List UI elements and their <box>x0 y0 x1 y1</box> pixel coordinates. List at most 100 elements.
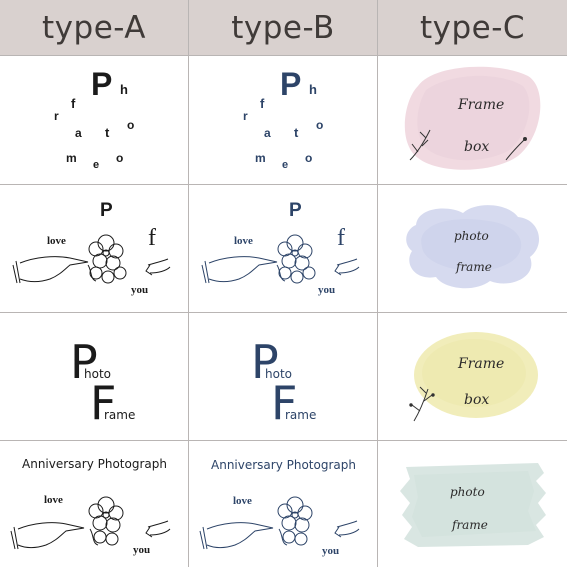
right-hand-icon <box>145 520 171 538</box>
photo-frame-lettering: P hoto F rame <box>251 335 316 430</box>
right-hand-icon <box>334 520 360 538</box>
row1-type-b-cell: P h f r a t o m e o <box>189 56 377 184</box>
left-hand-icon <box>17 522 85 549</box>
photo-initial: P <box>251 335 279 389</box>
scatter-letter: o <box>127 118 135 132</box>
anniversary-title: Anniversary Photograph <box>22 457 167 471</box>
left-hand-icon <box>19 256 89 283</box>
row-divider <box>0 312 567 313</box>
row4-type-b-cell: Anniversary Photograph love you <box>189 441 377 567</box>
row2-type-a-cell: P f love you <box>0 185 188 312</box>
sleeve-icon <box>201 260 210 284</box>
sleeve-icon <box>12 260 21 284</box>
scatter-letter: P <box>91 66 113 102</box>
column-divider <box>188 0 189 567</box>
right-hand-icon <box>145 258 171 276</box>
scatter-letter: a <box>75 126 82 140</box>
row1-type-c-cell: Frame box <box>378 56 567 184</box>
scatter-letter: f <box>260 96 265 111</box>
right-hand-icon <box>334 258 360 276</box>
scatter-letter: t <box>105 125 110 140</box>
frame-word: rame <box>285 408 316 422</box>
scatter-letter: o <box>316 118 324 132</box>
row-divider <box>0 55 567 56</box>
sprig-icon <box>505 137 527 161</box>
frame-word: frame <box>455 260 492 274</box>
box-word: box <box>464 139 489 155</box>
scatter-letter: o <box>116 151 124 165</box>
love-label: love <box>44 494 63 506</box>
header-type-c: type-C <box>378 0 567 55</box>
typeC-words: Frame box <box>457 97 504 155</box>
big-letter-p: P <box>289 200 302 221</box>
scatter-letter: r <box>243 109 248 123</box>
scatter-letter: h <box>120 82 128 97</box>
you-label: you <box>131 284 149 296</box>
flower-icon <box>88 496 124 546</box>
hands-flower-illustration <box>201 234 360 284</box>
typeC-words: Frame box <box>457 356 504 408</box>
row2-type-b-cell: P f love you <box>189 185 377 312</box>
love-label: love <box>47 235 66 247</box>
you-label: you <box>318 284 336 296</box>
row3-type-a-cell: P hoto F rame <box>0 313 188 440</box>
row-divider <box>0 184 567 185</box>
frame-word: rame <box>104 408 135 422</box>
scatter-letter: f <box>71 96 76 111</box>
scatter-letter: o <box>305 151 313 165</box>
row3-type-b-cell: P hoto F rame <box>189 313 377 440</box>
scatter-letter: e <box>282 159 289 171</box>
yellow-watercolor-frame <box>409 332 538 422</box>
row1-type-a-cell: P h f r a t o m e o <box>0 56 188 184</box>
photo-initial: P <box>70 335 98 389</box>
pink-watercolor-frame <box>404 66 541 170</box>
typeC-words: photo frame <box>454 229 492 274</box>
left-hand-icon <box>206 522 274 549</box>
sleeve-icon <box>10 526 19 550</box>
row2-type-c-cell: photo frame <box>378 185 567 312</box>
hands-flower-illustration <box>10 496 171 550</box>
photo-frame-lettering: P hoto F rame <box>70 335 135 430</box>
row-divider <box>0 440 567 441</box>
photo-word: photo <box>454 229 489 243</box>
flower-icon <box>276 234 316 284</box>
scatter-letter: m <box>66 151 77 165</box>
love-label: love <box>233 495 252 507</box>
row4-type-a-cell: Anniversary Photograph love you <box>0 441 188 567</box>
lavender-watercolor-frame <box>406 205 540 289</box>
frame-word: frame <box>451 518 488 532</box>
hands-flower-illustration <box>199 496 360 550</box>
row3-type-c-cell: Frame box <box>378 313 567 440</box>
big-letter-f: f <box>337 225 345 251</box>
scatter-letter: r <box>54 109 59 123</box>
big-letter-f: f <box>148 225 156 251</box>
big-letter-p: P <box>100 200 113 221</box>
photo-word: photo <box>450 485 485 499</box>
scatter-letter: e <box>93 159 100 171</box>
photo-word: hoto <box>265 367 292 381</box>
box-word: box <box>464 392 489 408</box>
column-divider <box>377 0 378 567</box>
love-label: love <box>234 235 253 247</box>
flower-icon <box>87 234 127 284</box>
you-label: you <box>322 545 340 557</box>
mint-watercolor-frame <box>400 463 546 547</box>
scatter-letter: P <box>280 66 302 102</box>
sprig-icon <box>409 129 431 161</box>
frame-initial: F <box>271 376 297 430</box>
scatter-letter: t <box>294 125 299 140</box>
sprig-icon <box>409 386 435 422</box>
anniversary-title: Anniversary Photograph <box>211 458 356 472</box>
header-type-a: type-A <box>0 0 188 55</box>
header-type-b: type-B <box>189 0 377 55</box>
frame-word: Frame <box>457 356 504 372</box>
scatter-letter: a <box>264 126 271 140</box>
flower-icon <box>277 496 313 546</box>
sleeve-icon <box>199 526 208 550</box>
frame-initial: F <box>90 376 116 430</box>
frame-word: Frame <box>457 97 504 113</box>
row4-type-c-cell: photo frame <box>378 441 567 567</box>
typeC-words: photo frame <box>450 485 488 532</box>
you-label: you <box>133 544 151 556</box>
